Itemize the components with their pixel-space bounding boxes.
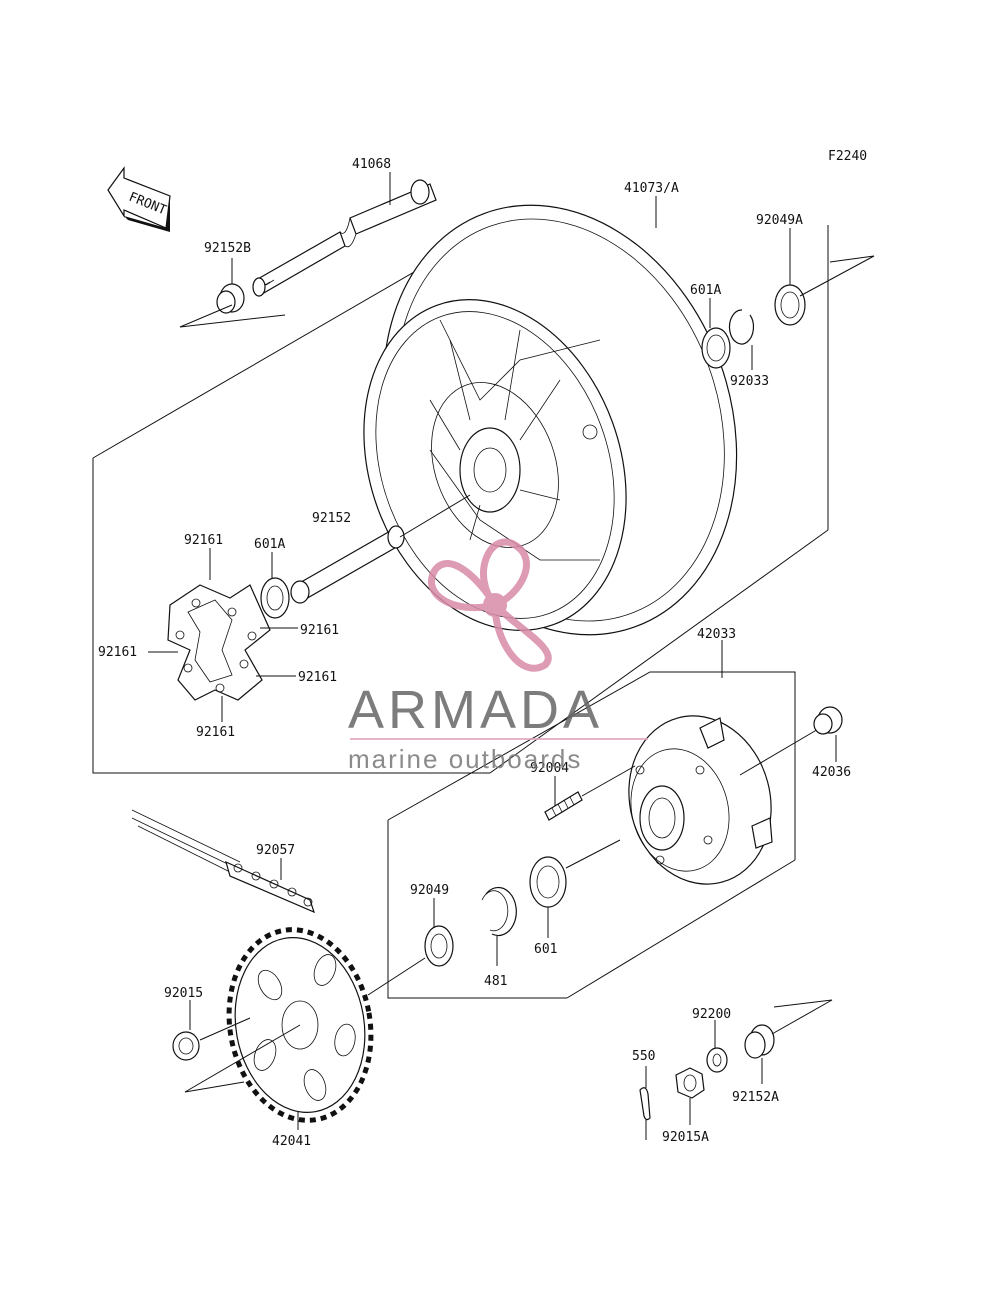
label-axle-nut: 92015A	[662, 1130, 709, 1145]
label-stud: 92004	[530, 761, 569, 776]
label-collar-a: 92152A	[732, 1090, 779, 1105]
front-arrow-icon: FRONT	[107, 166, 171, 232]
circlip-481	[481, 886, 517, 937]
armada-watermark: ARMADA marine outboards	[348, 538, 648, 774]
nut	[172, 1031, 200, 1061]
label-bearing-top: 601A	[690, 283, 721, 298]
label-collar-b: 92152B	[204, 241, 251, 256]
collar-b	[216, 283, 245, 314]
bearing-top	[701, 327, 731, 369]
label-collar: 92152	[312, 511, 351, 526]
label-wheel: 41073/A	[624, 181, 679, 196]
seal-a	[774, 284, 806, 326]
propeller-blade-top	[480, 538, 530, 610]
chain	[131, 809, 315, 914]
label-circlip-481: 481	[484, 974, 507, 989]
label-chain: 92057	[256, 843, 295, 858]
label-damper-right-1: 92161	[300, 623, 339, 638]
label-collar-coupling: 42036	[812, 765, 851, 780]
coupling	[628, 715, 773, 885]
label-damper-bottom: 92161	[196, 725, 235, 740]
watermark-title: ARMADA	[348, 680, 603, 740]
stud	[544, 791, 583, 821]
washer	[706, 1047, 728, 1073]
axle-nut	[675, 1067, 705, 1099]
propeller-blade-bottom	[491, 596, 552, 672]
diagram-code: F2240	[828, 149, 867, 164]
bearing	[529, 856, 567, 908]
propeller-blade-left	[428, 560, 501, 612]
bearing-left	[260, 577, 290, 619]
collar-coupling	[813, 706, 843, 735]
propeller-logo-icon	[428, 538, 552, 672]
collar-a	[744, 1024, 775, 1059]
label-coupling: 42033	[697, 627, 736, 642]
label-nut: 92015	[164, 986, 203, 1001]
wheel	[363, 204, 738, 636]
collar	[290, 525, 405, 604]
label-sprocket: 42041	[272, 1134, 311, 1149]
circlip-top	[728, 309, 755, 345]
label-seal-a: 92049A	[756, 213, 803, 228]
label-damper-left: 92161	[98, 645, 137, 660]
axle	[252, 179, 437, 297]
seal	[424, 925, 454, 967]
propeller-hub	[483, 593, 507, 617]
label-bearing-left: 601A	[254, 537, 285, 552]
label-damper-top: 92161	[184, 533, 223, 548]
label-cotter-pin: 550	[632, 1049, 655, 1064]
label-axle: 41068	[352, 157, 391, 172]
damper-rubbers	[167, 584, 271, 701]
watermark-subtitle: marine outboards	[348, 744, 582, 774]
label-seal: 92049	[410, 883, 449, 898]
label-damper-right-2: 92161	[298, 670, 337, 685]
cotter-pin	[639, 1087, 651, 1121]
label-washer: 92200	[692, 1007, 731, 1022]
label-bearing: 601	[534, 942, 557, 957]
label-circlip-top: 92033	[730, 374, 769, 389]
